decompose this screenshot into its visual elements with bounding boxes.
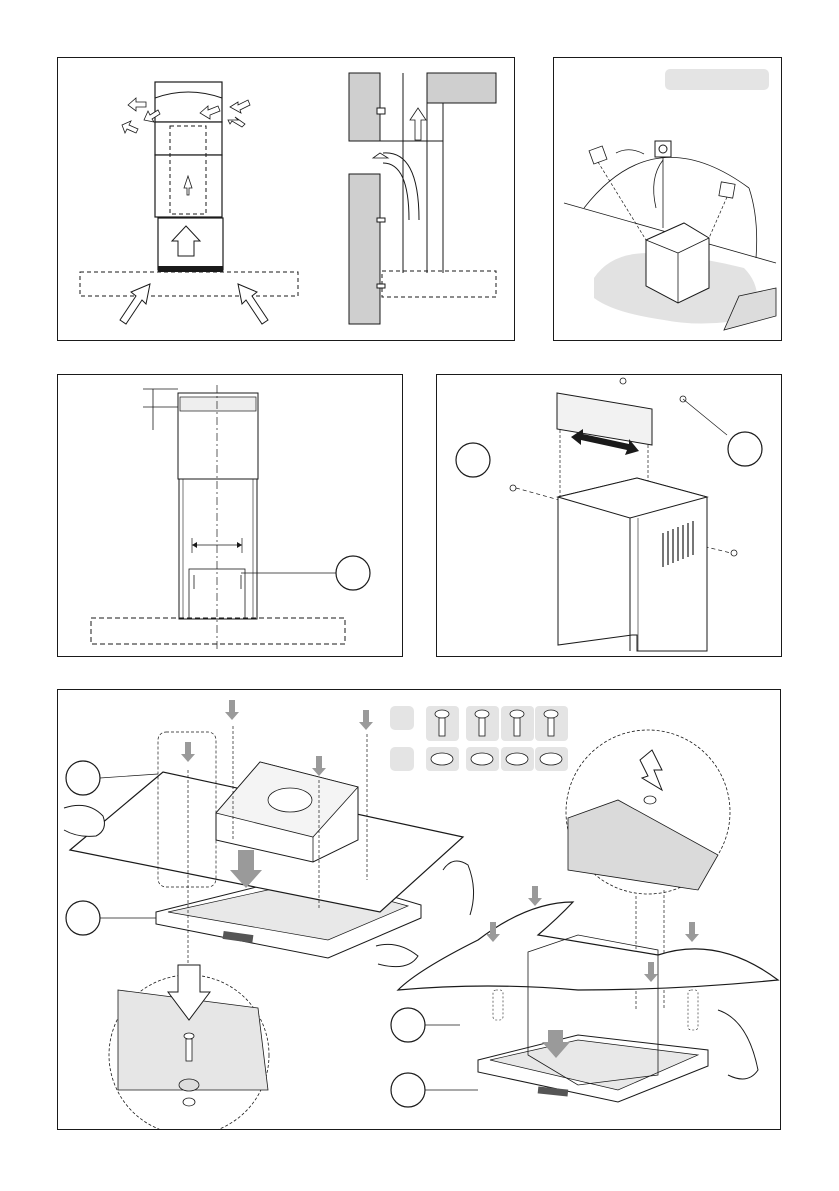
hob-outline xyxy=(91,618,345,644)
wall-upper xyxy=(349,73,380,141)
fan-outlet xyxy=(268,788,312,812)
washer-set xyxy=(426,747,568,771)
label-badge xyxy=(390,706,414,730)
glass-panel-right xyxy=(398,902,778,990)
hand-icon xyxy=(376,944,418,966)
label-badge xyxy=(665,69,769,90)
callout-circle-icon xyxy=(391,1008,425,1042)
hand-icon xyxy=(718,1010,758,1079)
screw-icon xyxy=(544,710,558,718)
washer-icon xyxy=(540,753,562,765)
ceiling-bracket xyxy=(180,397,256,411)
glass-mounting-illustration xyxy=(58,690,781,1130)
panel-glass-mounting xyxy=(57,689,781,1130)
airflow-illustration xyxy=(58,58,515,341)
hood-motor-box xyxy=(646,223,709,303)
electrical-illustration xyxy=(554,58,782,341)
washer-icon xyxy=(179,1079,199,1091)
arrow-icon xyxy=(120,284,150,324)
hand-icon xyxy=(443,861,474,915)
hand-icon xyxy=(616,150,644,154)
callout-circle-icon xyxy=(336,556,370,590)
screw-icon xyxy=(184,1033,194,1039)
wall-lower xyxy=(349,174,380,324)
chimney-top xyxy=(155,82,222,122)
washer-icon xyxy=(471,753,493,765)
screw-icon xyxy=(644,796,656,804)
arrow-icon xyxy=(238,284,268,324)
worktop-outline xyxy=(80,272,298,296)
callout-circle-icon xyxy=(456,443,490,477)
washer-icon xyxy=(431,753,453,765)
screw-set xyxy=(426,706,568,741)
panel-chimney-bracket-measure xyxy=(57,374,403,657)
hand-icon xyxy=(64,805,104,836)
callout-circle-icon xyxy=(391,1073,425,1107)
label-badge xyxy=(390,747,414,771)
callout-circle-icon xyxy=(66,901,100,935)
bracket-adjust-illustration xyxy=(437,375,782,657)
chimney-bracket xyxy=(557,393,652,445)
ceiling-slab xyxy=(427,73,496,103)
chimney-measure-illustration xyxy=(58,375,403,657)
panel-electrical-connection xyxy=(553,57,782,341)
callout-circle-icon xyxy=(66,761,100,795)
screw-icon xyxy=(475,710,489,718)
panel-airflow-modes xyxy=(57,57,515,341)
screw-icon xyxy=(510,710,524,718)
washer-icon xyxy=(506,753,528,765)
socket-icon xyxy=(655,141,671,157)
arrow-icon xyxy=(410,108,426,140)
panel-bracket-adjust xyxy=(436,374,782,657)
screw-icon xyxy=(435,710,449,718)
callout-circle-icon xyxy=(728,432,762,466)
